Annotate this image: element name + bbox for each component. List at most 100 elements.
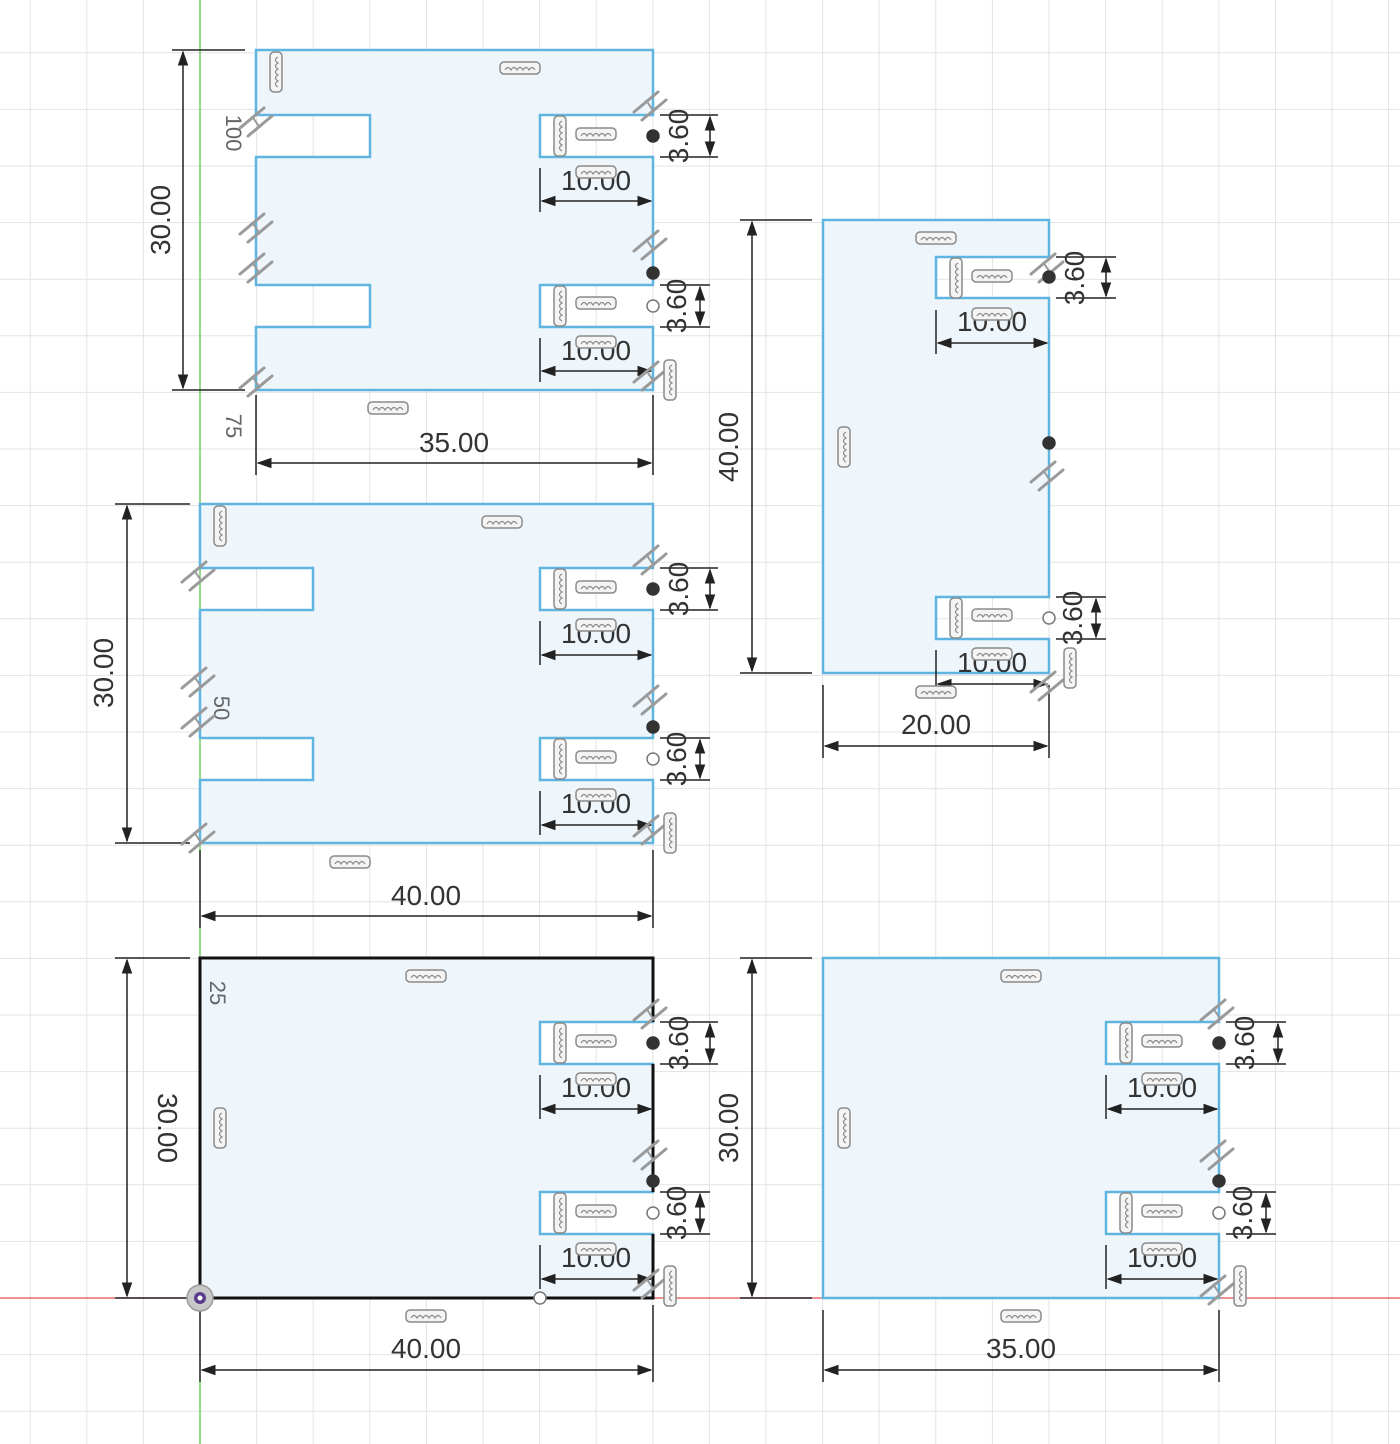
coincident-constraint-icon [646,752,660,766]
horizontal-constraint-icon [1000,1309,1042,1323]
horizontal-constraint-icon [1141,1204,1183,1218]
vertical-constraint-icon [553,285,567,327]
vertical-constraint-icon [663,359,677,401]
origin-icon[interactable] [186,1284,214,1312]
horizontal-constraint-icon [575,1072,617,1086]
dimension-width-bottom-right[interactable]: 35.00 [986,1333,1056,1364]
vertical-constraint-icon [837,1107,851,1149]
horizontal-constraint-icon [915,685,957,699]
horizontal-constraint-icon [575,618,617,632]
y-coordinate-25: 25 [205,981,230,1005]
vertical-constraint-icon [213,1107,227,1149]
vertical-constraint-icon [269,51,283,93]
collinear-constraint-icon [1029,460,1065,492]
collinear-constraint-icon [1199,1274,1235,1306]
dimension-width-top-left[interactable]: 35.00 [419,427,489,458]
collinear-constraint-icon [632,1139,668,1171]
coincident-constraint-icon [646,582,660,596]
dimension-slot-middle-left-2[interactable]: 3.60 [661,732,692,787]
coincident-constraint-icon [533,1291,547,1305]
collinear-constraint-icon [180,560,216,592]
horizontal-constraint-icon [575,788,617,802]
vertical-constraint-icon [553,1022,567,1064]
profile-outline[interactable] [821,956,1221,1300]
y-coordinate-75: 75 [221,414,246,438]
collinear-constraint-icon [180,822,216,854]
dimension-slot-middle-left-1[interactable]: 3.60 [663,562,694,617]
dimension-slot-right-tall-2[interactable]: 3.60 [1057,591,1088,646]
vertical-constraint-icon [553,1192,567,1234]
vertical-constraint-icon [553,568,567,610]
selected-edges[interactable] [198,956,655,1300]
horizontal-constraint-icon [575,1034,617,1048]
dimensions-bottom-left: 30.00 40.00 10.00 10.00 3.60 3.60 25 [115,957,718,1382]
profile-outline[interactable] [254,48,655,392]
horizontal-constraint-icon [405,1309,447,1323]
vertical-constraint-icon [663,812,677,854]
dimension-slot-top-left-2[interactable]: 3.60 [661,279,692,334]
coincident-constraint-icon [646,720,660,734]
collinear-constraint-icon [1029,670,1065,702]
coincident-constraint-icon [1212,1174,1226,1188]
vertical-constraint-icon [1233,1265,1247,1307]
horizontal-constraint-icon [499,61,541,75]
collinear-constraint-icon [180,666,216,698]
coincident-constraint-icon [646,1174,660,1188]
dimension-width-bottom-left[interactable]: 40.00 [391,1333,461,1364]
dimension-slot-right-tall-1[interactable]: 3.60 [1059,251,1090,306]
dimensions-right-tall: 40.00 20.00 10.00 10.00 3.60 3.60 [713,219,1116,758]
dimension-slot-bottom-left-1[interactable]: 3.60 [663,1016,694,1071]
horizontal-constraint-icon [481,515,523,529]
coincident-constraint-icon [1042,611,1056,625]
horizontal-constraint-icon [367,401,409,415]
coincident-constraint-icon [646,1036,660,1050]
dimension-height-bottom-left[interactable]: 30.00 [152,1093,183,1163]
collinear-constraint-icon [632,544,668,576]
collinear-constraint-icon [180,706,216,738]
coincident-constraint-icon [646,129,660,143]
dimension-height-top-left[interactable]: 30.00 [145,185,176,255]
horizontal-constraint-icon [575,1204,617,1218]
coincident-constraint-icon [646,1206,660,1220]
dimension-width-right-tall[interactable]: 20.00 [901,709,971,740]
profile-outline[interactable] [821,218,1051,675]
vertical-constraint-icon [949,257,963,299]
horizontal-constraint-icon [971,269,1013,283]
dimension-width-middle-left[interactable]: 40.00 [391,880,461,911]
collinear-constraint-icon [632,1268,668,1300]
vertical-constraint-icon [213,505,227,547]
vertical-constraint-icon [553,115,567,157]
collinear-constraint-icon [238,366,274,398]
dimension-height-bottom-right[interactable]: 30.00 [713,1093,744,1163]
sketch-profile-bottom-left[interactable] [198,956,655,1300]
collinear-constraint-icon [632,814,668,846]
horizontal-constraint-icon [575,750,617,764]
collinear-constraint-icon [632,90,668,122]
horizontal-constraint-icon [1141,1242,1183,1256]
sketch-profile-right-tall[interactable] [821,218,1051,675]
dimension-slot-bottom-right-1[interactable]: 3.60 [1229,1016,1260,1071]
sketch-profile-middle-left[interactable] [198,502,655,845]
vertical-constraint-icon [837,426,851,468]
sketch-profile-bottom-right[interactable] [821,956,1221,1300]
horizontal-constraint-icon [405,969,447,983]
dimension-height-middle-left[interactable]: 30.00 [88,638,119,708]
horizontal-constraint-icon [329,855,371,869]
coincident-constraint-icon [1212,1036,1226,1050]
horizontal-constraint-icon [1141,1072,1183,1086]
horizontal-constraint-icon [915,231,957,245]
dimension-height-right-tall[interactable]: 40.00 [713,412,744,482]
horizontal-constraint-icon [1000,969,1042,983]
coincident-constraint-icon [1042,436,1056,450]
vertical-constraint-icon [1119,1192,1133,1234]
dimension-slot-top-left-1[interactable]: 3.60 [663,109,694,164]
collinear-constraint-icon [632,684,668,716]
vertical-constraint-icon [949,597,963,639]
profile-outline[interactable] [198,502,655,845]
sketch-profile-top-left[interactable] [254,48,655,392]
dimension-slot-bottom-left-2[interactable]: 3.60 [661,1186,692,1241]
horizontal-constraint-icon [575,1242,617,1256]
collinear-constraint-icon [238,252,274,284]
dimension-slot-bottom-right-2[interactable]: 3.60 [1227,1186,1258,1241]
